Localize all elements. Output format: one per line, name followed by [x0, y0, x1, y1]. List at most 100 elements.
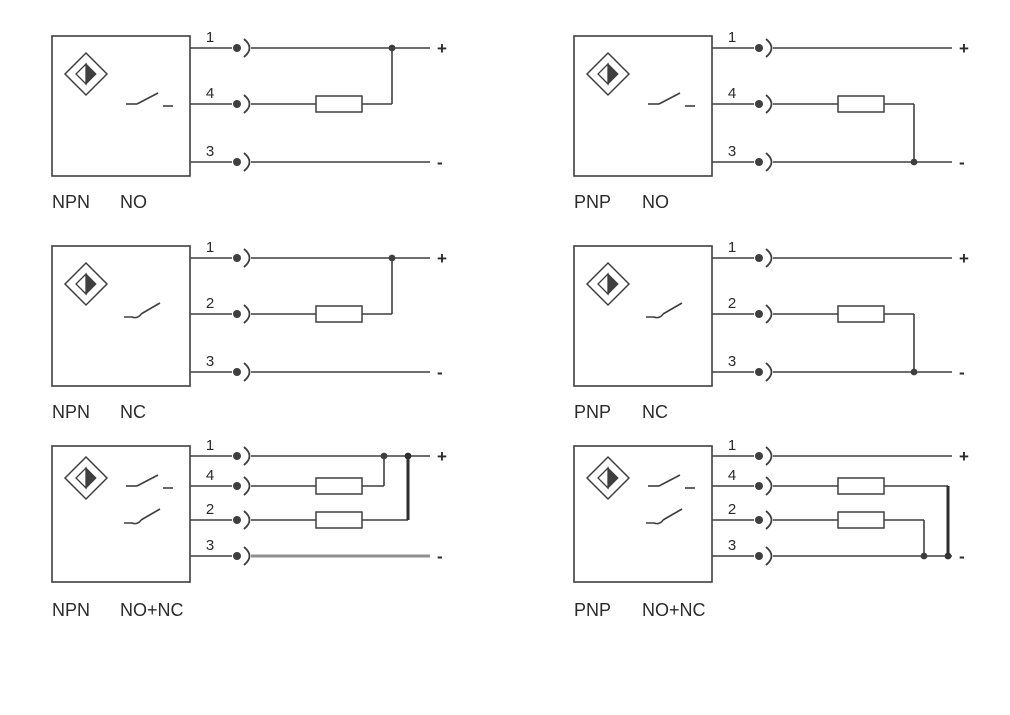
diagram-label-type: PNP — [574, 402, 611, 422]
pin-number: 4 — [728, 467, 736, 484]
sensor-box — [51, 445, 191, 583]
connector-icon — [755, 452, 763, 460]
diagram-label-mode: NC — [642, 402, 668, 422]
junction-dot — [380, 452, 388, 460]
connector-icon — [765, 446, 773, 466]
sensor-symbol-right-icon — [85, 272, 97, 296]
diagram-label-mode: NO — [642, 192, 669, 212]
load-resistor — [315, 305, 363, 323]
switch-no-icon — [658, 474, 681, 487]
pin-number: 1 — [206, 438, 214, 454]
sensor-symbol-left-icon — [597, 466, 609, 490]
sensor-symbol-right-icon — [85, 466, 97, 490]
connector-icon — [243, 362, 251, 382]
switch-nc-icon — [662, 508, 683, 521]
pin-number: 1 — [206, 239, 214, 256]
connector-icon — [233, 482, 241, 490]
minus-terminal: - — [437, 363, 443, 382]
switch-nc-icon — [646, 313, 664, 319]
pin-number: 1 — [728, 438, 736, 454]
switch-nc-icon — [124, 519, 142, 525]
switch-nc-icon — [140, 302, 161, 315]
load-resistor — [837, 95, 885, 113]
sensor-box — [51, 35, 191, 177]
pin-number: 3 — [728, 143, 736, 160]
minus-terminal: - — [959, 547, 965, 566]
junction-dot — [404, 452, 412, 460]
load-resistor — [315, 511, 363, 529]
connector-icon — [233, 158, 241, 166]
connector-icon — [243, 94, 251, 114]
sensor-box — [573, 445, 713, 583]
switch-no-icon — [136, 474, 159, 487]
diagram-label-type: NPN — [52, 402, 90, 422]
sensor-symbol-icon — [585, 455, 631, 501]
load-resistor — [837, 305, 885, 323]
pin-number: 3 — [206, 143, 214, 160]
connector-icon — [233, 44, 241, 52]
sensor-symbol-icon — [585, 261, 631, 307]
connector-icon — [233, 552, 241, 560]
connector-icon — [755, 100, 763, 108]
junction-dot — [388, 44, 396, 52]
sensor-symbol-right-icon — [607, 272, 619, 296]
connector-icon — [233, 310, 241, 318]
connector-icon — [243, 248, 251, 268]
junction-dot — [388, 254, 396, 262]
plus-terminal: + — [437, 249, 447, 268]
load-resistor — [315, 477, 363, 495]
pin-number: 4 — [728, 85, 736, 102]
sensor-symbol-left-icon — [597, 62, 609, 86]
pin-number: 3 — [728, 353, 736, 370]
pin-number: 1 — [206, 29, 214, 46]
connector-icon — [243, 304, 251, 324]
sensor-symbol-right-icon — [607, 466, 619, 490]
diagram-label-mode: NC — [120, 402, 146, 422]
diagram-label-type: NPN — [52, 600, 90, 620]
minus-terminal: - — [959, 153, 965, 172]
minus-terminal: - — [959, 363, 965, 382]
connector-icon — [755, 254, 763, 262]
sensor-symbol-icon — [585, 51, 631, 97]
connector-icon — [243, 446, 251, 466]
connector-icon — [755, 552, 763, 560]
pin-number: 3 — [206, 537, 214, 554]
pin-number: 3 — [728, 537, 736, 554]
sensor-symbol-right-icon — [607, 62, 619, 86]
sensor-symbol-left-icon — [75, 272, 87, 296]
connector-icon — [233, 516, 241, 524]
switch-no-icon — [136, 92, 159, 105]
connector-icon — [233, 254, 241, 262]
connector-icon — [755, 516, 763, 524]
pin-number: 2 — [206, 501, 214, 518]
sensor-box — [573, 245, 713, 387]
pin-number: 4 — [206, 85, 214, 102]
connector-icon — [765, 152, 773, 172]
connector-icon — [765, 94, 773, 114]
sensor-box — [51, 245, 191, 387]
sensor-box — [573, 35, 713, 177]
diagram-label-mode: NO+NC — [642, 600, 706, 620]
connector-icon — [765, 304, 773, 324]
diagram-label-type: PNP — [574, 192, 611, 212]
pin-number: 2 — [728, 295, 736, 312]
plus-terminal: + — [437, 39, 447, 58]
diagram-label-type: NPN — [52, 192, 90, 212]
diagram-label-mode: NO+NC — [120, 600, 184, 620]
sensor-symbol-left-icon — [597, 272, 609, 296]
sensor-symbol-left-icon — [75, 62, 87, 86]
pin-number: 3 — [206, 353, 214, 370]
connector-icon — [243, 152, 251, 172]
connector-icon — [243, 476, 251, 496]
switch-nc-icon — [124, 313, 142, 319]
diagram-label-mode: NO — [120, 192, 147, 212]
